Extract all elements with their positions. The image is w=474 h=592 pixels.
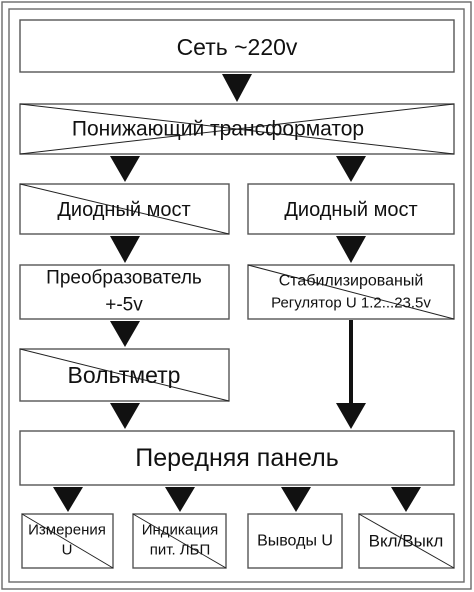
arrow-left-bridge-to-converter bbox=[110, 236, 140, 263]
diode-bridge-left-label: Диодный мост bbox=[57, 199, 190, 221]
indication-block: Индикация пит. ЛБП bbox=[132, 513, 227, 569]
arrow-transformer-to-right-bridge bbox=[336, 156, 366, 182]
mains-block: Сеть ~220v bbox=[19, 19, 455, 73]
front-panel-block: Передняя панель bbox=[19, 430, 455, 486]
outputs-label: Выводы U bbox=[257, 533, 333, 550]
diode-bridge-right-label: Диодный мост bbox=[284, 199, 417, 221]
diagonal-mark bbox=[358, 513, 455, 569]
transformer-label: Понижающий трансформатор bbox=[72, 118, 364, 141]
diode-bridge-right-block: Диодный мост bbox=[247, 183, 455, 235]
voltmeter-block: Вольтметр bbox=[19, 348, 230, 402]
arrow-mains-to-transformer bbox=[222, 74, 252, 102]
converter-label-line2: +-5v bbox=[105, 295, 143, 316]
power-switch-label: Вкл/Выкл bbox=[369, 532, 444, 551]
regulator-label-line2: Регулятор U 1.2...23.5v bbox=[271, 295, 431, 312]
arrow-panel-to-indication bbox=[165, 487, 195, 512]
measurement-label-line2: U bbox=[62, 542, 73, 559]
measurement-block: Измерения U bbox=[21, 513, 114, 569]
mains-label: Сеть ~220v bbox=[177, 34, 298, 60]
outputs-block: Выводы U bbox=[247, 513, 343, 569]
arrow-voltmeter-to-front-panel bbox=[110, 403, 140, 429]
arrow-panel-to-measurement bbox=[53, 487, 83, 512]
voltmeter-label: Вольтметр bbox=[68, 362, 181, 388]
regulator-block: Стабилизированый Регулятор U 1.2...23.5v bbox=[247, 264, 455, 320]
power-switch-block: Вкл/Выкл bbox=[358, 513, 455, 569]
diagonal-mark bbox=[19, 183, 230, 235]
arrow-regulator-to-front-panel bbox=[336, 403, 366, 429]
arrow-panel-to-power-switch bbox=[391, 487, 421, 512]
transformer-block: Понижающий трансформатор bbox=[19, 103, 455, 155]
converter-label-line1: Преобразователь bbox=[46, 268, 202, 289]
arrow-transformer-to-left-bridge bbox=[110, 156, 140, 182]
converter-block: Преобразователь +-5v bbox=[19, 264, 230, 320]
indication-label-line2: пит. ЛБП bbox=[150, 542, 211, 559]
inner-frame bbox=[8, 8, 465, 583]
regulator-label-line1: Стабилизированый bbox=[279, 273, 424, 290]
diagonal-mark bbox=[19, 103, 455, 155]
diagonal-mark bbox=[19, 348, 230, 402]
indication-label-line1: Индикация bbox=[142, 522, 219, 539]
diagonal-mark bbox=[21, 513, 114, 569]
diagonal-mark bbox=[247, 264, 455, 320]
arrow-right-bridge-to-regulator bbox=[336, 236, 366, 263]
diode-bridge-left-block: Диодный мост bbox=[19, 183, 230, 235]
measurement-label-line1: Измерения bbox=[28, 522, 106, 539]
arrow-converter-to-voltmeter bbox=[110, 321, 140, 347]
diagonal-mark bbox=[132, 513, 227, 569]
front-panel-label: Передняя панель bbox=[135, 444, 338, 472]
arrow-panel-to-outputs bbox=[281, 487, 311, 512]
